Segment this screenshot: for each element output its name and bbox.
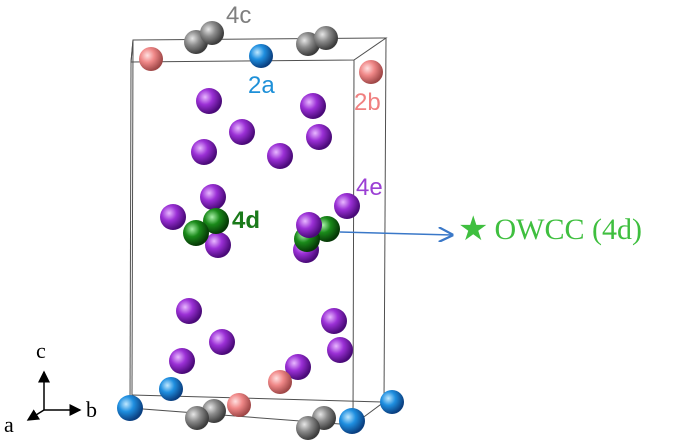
- atom-4c: [200, 21, 224, 45]
- label-site-4d: 4d: [232, 207, 261, 234]
- atom-4d: [183, 220, 209, 246]
- owcc-callout: ★ OWCC (4d): [458, 213, 642, 247]
- atom-4c: [314, 26, 338, 50]
- atom-4e: [191, 139, 217, 165]
- atom-4e: [334, 193, 360, 219]
- label-site-4e: 4e: [356, 174, 383, 201]
- axis-label-c: c: [36, 338, 46, 363]
- atom-2a: [159, 377, 183, 401]
- atom-2a: [339, 408, 365, 434]
- atom-4e: [176, 298, 202, 324]
- owcc-pointer-arrow: [339, 232, 452, 235]
- atom-4e: [169, 348, 195, 374]
- axes-indicator: [26, 370, 82, 421]
- atom-2b: [227, 393, 251, 417]
- atom-4e: [327, 337, 353, 363]
- atom-2a: [249, 44, 273, 68]
- atom-4e: [200, 184, 226, 210]
- owcc-label: OWCC (4d): [494, 213, 642, 246]
- label-site-2b: 2b: [354, 89, 381, 116]
- atom-4e: [267, 143, 293, 169]
- atoms: [117, 21, 404, 440]
- label-site-2a: 2a: [248, 72, 275, 99]
- atom-4e: [296, 212, 322, 238]
- atom-2b: [139, 47, 163, 71]
- atom-4e: [285, 354, 311, 380]
- atom-4e: [300, 93, 326, 119]
- axis-label-b: b: [86, 397, 97, 422]
- atom-2a: [380, 390, 404, 414]
- label-site-4c: 4c: [226, 2, 252, 29]
- atom-4e: [196, 88, 222, 114]
- atom-4d: [203, 208, 229, 234]
- atom-4e: [205, 232, 231, 258]
- atom-2b: [268, 370, 292, 394]
- atom-2b: [359, 60, 383, 84]
- atom-4e: [306, 124, 332, 150]
- atom-4e: [229, 119, 255, 145]
- axis-label-a: a: [4, 412, 14, 437]
- star-icon: ★: [458, 211, 489, 248]
- atom-4e: [321, 308, 347, 334]
- atom-2a: [117, 395, 143, 421]
- atom-4e: [209, 329, 235, 355]
- atom-4e: [160, 204, 186, 230]
- atom-4c: [185, 406, 209, 430]
- atom-4c: [296, 416, 320, 440]
